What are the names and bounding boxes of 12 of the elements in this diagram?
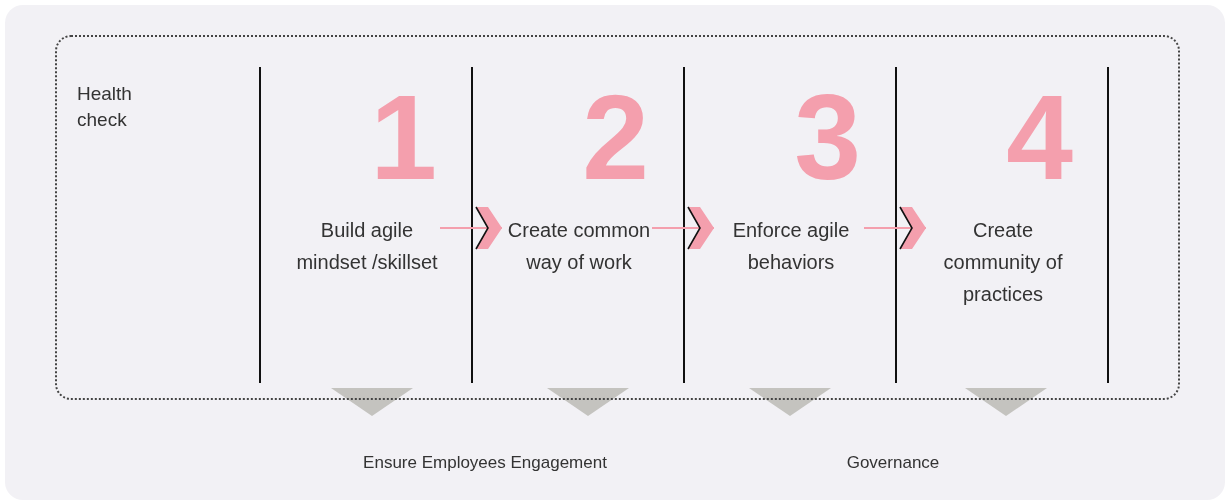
section-label: Ensure Employees Engagement (362, 453, 608, 473)
step-label: Enforce agile behaviors (731, 218, 851, 275)
dotted-frame (55, 35, 1180, 400)
step-label: Create community of practices (942, 218, 1064, 307)
step-number: 4 (1005, 82, 1074, 192)
step-number: 2 (581, 82, 650, 192)
step-label: Create common way of work (506, 218, 652, 275)
step-number: 1 (369, 82, 438, 192)
group-title: Health check (77, 82, 133, 132)
section-label: Governance (845, 453, 941, 473)
step-number: 3 (793, 82, 862, 192)
step-label: Build agile mindset /skillset (295, 218, 439, 275)
